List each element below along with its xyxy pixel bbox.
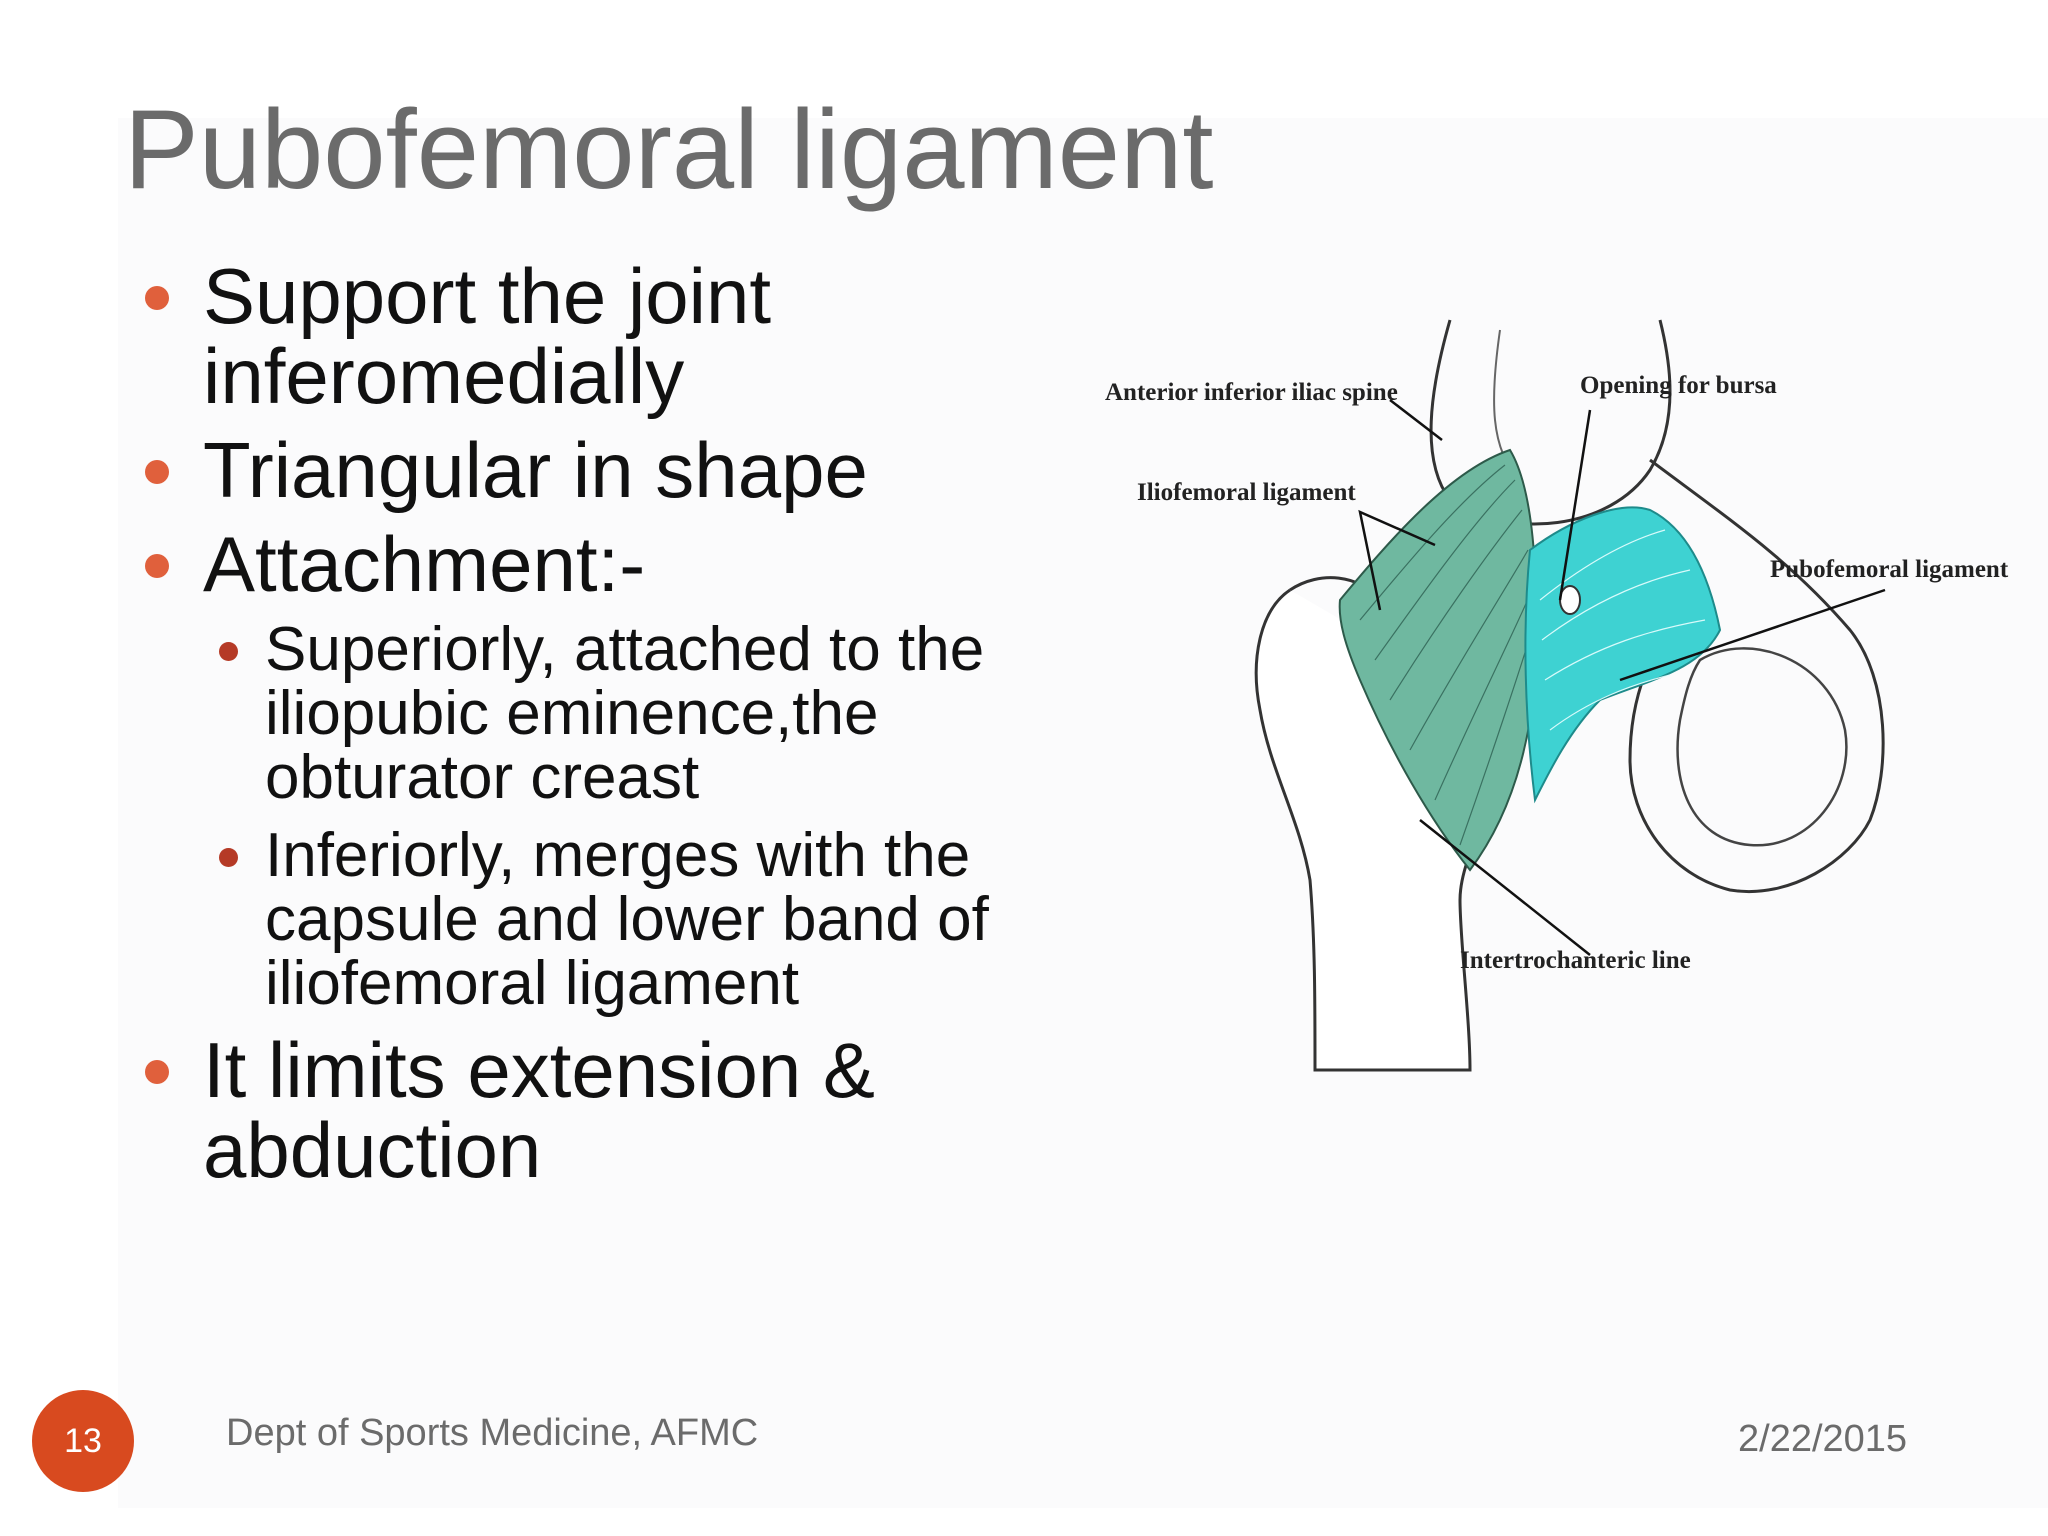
hip-joint-illustration: Anterior inferior iliac spine Opening fo… [1090, 300, 2010, 1100]
ilium-outline [1429, 319, 1672, 526]
footer-date: 2/22/2015 [1738, 1418, 1908, 1460]
iliofemoral-fibers [1359, 464, 1533, 846]
pubofemoral-ligament [1524, 506, 1722, 804]
slide-number-badge: 13 [32, 1390, 134, 1492]
leader-iliofemoral [1358, 509, 1436, 611]
label-iliofemoral-ligament: Iliofemoral ligament [1137, 479, 1356, 506]
sub-bullet-dot-icon [219, 848, 238, 867]
hip-joint-drawing: Anterior inferior iliac spine Opening fo… [1105, 319, 2009, 1072]
bullet-dot-icon [145, 1060, 169, 1084]
leader-aiis [1389, 399, 1443, 441]
bullet-text: Attachment:- [203, 520, 646, 608]
bullet-list: Support the joint inferomedially Triangu… [145, 256, 1105, 1204]
bullet-dot-icon [145, 286, 169, 310]
leader-intertrochanteric [1419, 819, 1591, 956]
slide-title: Pubofemoral ligament [124, 87, 1214, 212]
bullet-text: Support the joint inferomedially [203, 252, 772, 420]
label-intertrochanteric-line: Intertrochanteric line [1460, 947, 1691, 974]
leader-pubofemoral [1619, 588, 1886, 682]
sub-bullet-item: Inferiorly, merges with the capsule and … [145, 824, 1105, 1016]
pubis-outline [1628, 458, 1885, 893]
label-anterior-inferior-iliac-spine: Anterior inferior iliac spine [1105, 379, 1398, 406]
bullet-item: Attachment:- [145, 524, 1105, 604]
label-pubofemoral-ligament: Pubofemoral ligament [1770, 556, 2009, 583]
bullet-item: Support the joint inferomedially [145, 256, 1105, 416]
bullet-text: It limits extension & abduction [203, 1026, 875, 1194]
footer-department: Dept of Sports Medicine, AFMC [226, 1412, 759, 1454]
sub-bullet-text: Inferiorly, merges with the capsule and … [265, 821, 989, 1018]
sub-bullet-text: Superiorly, attached to the iliopubic em… [265, 615, 985, 812]
obturator-foramen [1676, 647, 1848, 847]
sub-bullet-dot-icon [219, 642, 238, 661]
bullet-text: Triangular in shape [203, 426, 868, 514]
leader-bursa [1558, 409, 1592, 601]
bullet-dot-icon [145, 554, 169, 578]
bullet-item: Triangular in shape [145, 430, 1105, 510]
pubofemoral-fibers [1539, 529, 1706, 731]
bursa-opening [1559, 585, 1581, 615]
sub-bullet-item: Superiorly, attached to the iliopubic em… [145, 618, 1105, 810]
bullet-dot-icon [145, 460, 169, 484]
slide-background [118, 118, 2048, 1508]
bullet-item: It limits extension & abduction [145, 1030, 1105, 1190]
iliofemoral-ligament [1338, 448, 1537, 872]
label-opening-for-bursa: Opening for bursa [1580, 372, 1777, 399]
slide-number: 13 [64, 1421, 102, 1460]
